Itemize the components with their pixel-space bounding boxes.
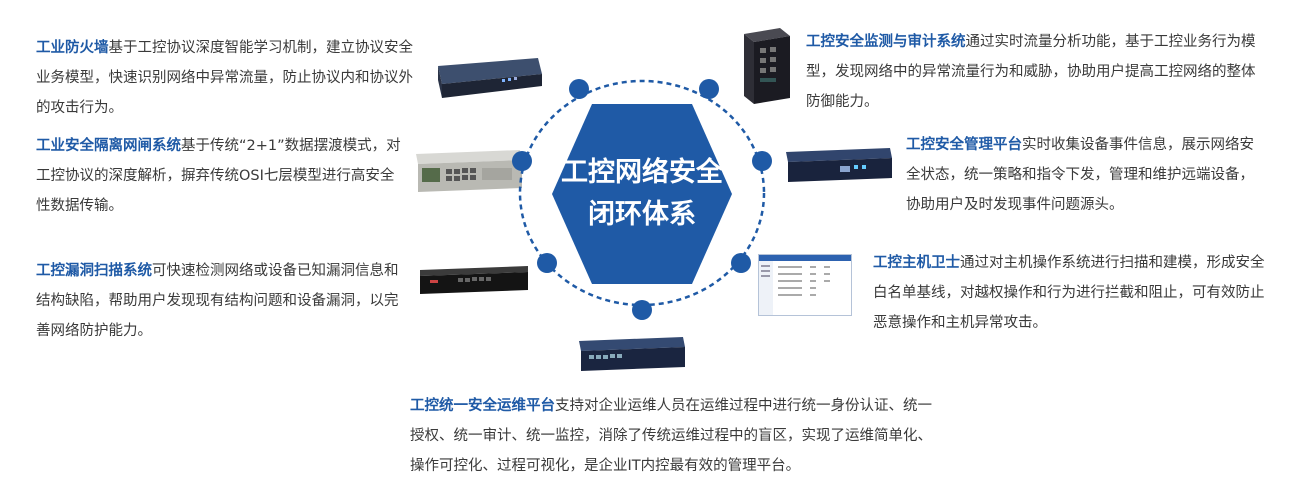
ring-nodes [512,79,772,320]
firewall-desc: 基于工控协议深度智能学习机制，建立协议安全业务模型，快速识别网络中异常流量，防止… [36,40,413,116]
audit-title: 工控安全监测与审计系统 [806,34,966,50]
ops-desc: 支持对企业运维人员在运维过程中进行统一身份认证、统一授权、统一审计、统一监控，消… [410,398,932,474]
audit-text: 工控安全监测与审计系统通过实时流量分析功能，基于工控业务行为模型，发现网络中的异… [806,27,1268,117]
node-mgmt [752,151,772,171]
audit-desc: 通过实时流量分析功能，基于工控业务行为模型，发现网络中的异常流量行为和威胁，协助… [806,34,1256,110]
mgmt-text: 工控安全管理平台实时收集设备事件信息，展示网络安全状态，统一策略和指令下发，管理… [906,130,1268,220]
closed-loop-diagram: 工控网络安全 闭环体系 [512,79,772,320]
isolation-title: 工业安全隔离网闸系统 [36,138,181,154]
node-host [731,253,751,273]
scan-desc: 可快速检测网络或设备已知漏洞信息和结构缺陷，帮助用户发现现有结构问题和设备漏洞，… [36,263,399,339]
node-isolation [512,151,532,171]
mgmt-desc: 实时收集设备事件信息，展示网络安全状态，统一策略和指令下发，管理和维护远端设备，… [906,137,1254,213]
ops-text: 工控统一安全运维平台支持对企业运维人员在运维过程中进行统一身份认证、统一授权、统… [410,391,938,481]
ops-platform-device-image [579,337,685,371]
node-ops [632,300,652,320]
firewall-title: 工业防火墙 [36,40,109,56]
node-scan [537,253,557,273]
center-hexagon [552,104,732,284]
isolation-text: 工业安全隔离网闸系统基于传统“2+1”数据摆渡模式，对工控协议的深度解析，摒弃传… [36,131,408,221]
mgmt-title: 工控安全管理平台 [906,137,1022,153]
host-text: 工控主机卫士通过对主机操作系统进行扫描和建模，形成安全白名单基线，对越权操作和行… [873,248,1265,338]
management-platform-device-image [786,148,892,182]
center-title-line2: 闭环体系 [588,199,696,230]
firewall-device-image [438,58,542,98]
host-title: 工控主机卫士 [873,255,960,271]
host-desc: 通过对主机操作系统进行扫描和建模，形成安全白名单基线，对越权操作和行为进行拦截和… [873,255,1265,331]
firewall-text: 工业防火墙基于工控协议深度智能学习机制，建立协议安全业务模型，快速识别网络中异常… [36,33,426,123]
node-firewall [569,79,589,99]
node-audit [699,79,719,99]
vulnerability-scanner-device-image [420,266,528,294]
scan-text: 工控漏洞扫描系统可快速检测网络或设备已知漏洞信息和结构缺陷，帮助用户发现现有结构… [36,256,401,346]
scan-title: 工控漏洞扫描系统 [36,263,152,279]
isolation-gateway-device-image [416,150,522,192]
host-guard-screenshot-image [758,254,852,316]
ops-title: 工控统一安全运维平台 [410,398,555,414]
center-title-line1: 工控网络安全 [561,156,724,188]
isolation-desc: 基于传统“2+1”数据摆渡模式，对工控协议的深度解析，摒弃传统OSI七层模型进行… [36,138,401,214]
audit-device-image [744,28,790,104]
